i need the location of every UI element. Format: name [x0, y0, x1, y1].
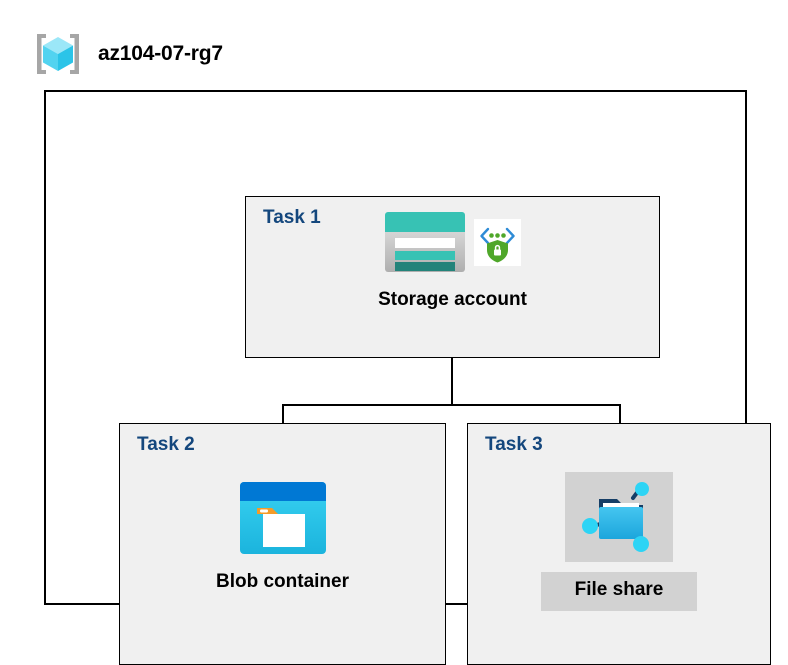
- resource-group-cube-icon: [32, 28, 84, 80]
- node-caption-storage-account: Storage account: [378, 289, 527, 310]
- node-caption-blob-container: Blob container: [215, 571, 349, 592]
- connector-horizontal: [282, 404, 621, 406]
- connector-storage-down: [451, 323, 453, 406]
- node-caption-file-share: File share: [540, 572, 698, 611]
- file-share-icon-row: [565, 472, 673, 562]
- resource-group-boundary: Task 1: [44, 90, 771, 665]
- node-blob-container[interactable]: Blob container: [120, 481, 445, 594]
- task-box-3[interactable]: Task 3: [467, 423, 771, 665]
- node-file-share[interactable]: File share: [468, 472, 770, 611]
- storage-account-icon-row: [384, 211, 521, 278]
- task-box-2[interactable]: Task 2: [119, 423, 446, 665]
- task-box-1[interactable]: Task 1: [245, 196, 660, 358]
- blob-container-icon: [239, 481, 327, 560]
- storage-account-icon: [384, 211, 466, 278]
- blob-container-icon-row: [239, 481, 327, 560]
- resource-group-header: az104-07-rg7: [32, 28, 223, 80]
- task-label-3: Task 3: [485, 434, 543, 455]
- file-share-icon: [581, 481, 657, 558]
- page-title: az104-07-rg7: [98, 42, 223, 65]
- task-label-1: Task 1: [263, 207, 321, 228]
- node-storage-account[interactable]: Storage account: [246, 211, 659, 312]
- task-label-2: Task 2: [137, 434, 195, 455]
- security-shield-icon: [474, 218, 521, 271]
